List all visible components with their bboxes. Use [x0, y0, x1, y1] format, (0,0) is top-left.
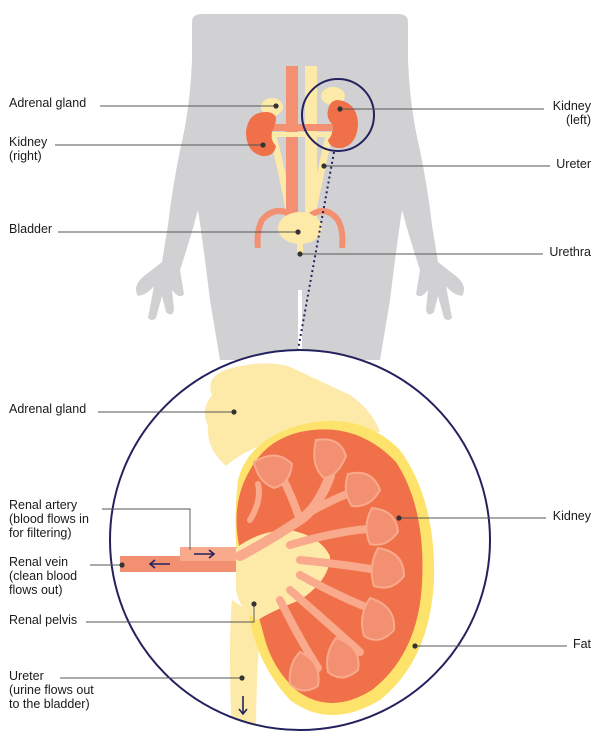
zoom-content: [120, 363, 435, 730]
renal-vessels-top-2: [272, 132, 332, 137]
leader-lines: [55, 105, 567, 679]
iliac-left: [254, 208, 294, 249]
top-bladder: [278, 212, 322, 244]
label-top-bladder: Bladder: [9, 222, 53, 236]
zoom-dotted-line: [297, 151, 335, 351]
zoom-adrenal: [204, 363, 380, 466]
label-zoom-kidney: Kidney: [552, 509, 591, 523]
label-top-kidney-left: Kidney (left): [552, 99, 591, 127]
label-zoom-fat: Fat: [572, 637, 591, 651]
label-zoom-renal-pelvis: Renal pelvis: [9, 613, 78, 627]
zoom-pyramids: [252, 438, 406, 692]
zoom-source-circle: [301, 78, 375, 152]
vena-cava: [305, 66, 317, 218]
label-zoom-renal-vein: Renal vein (clean blood flows out): [9, 555, 78, 597]
top-urethra: [297, 240, 303, 254]
zoom-flow-arrows: [148, 549, 248, 716]
label-top-adrenal-gland: Adrenal gland: [9, 96, 87, 110]
label-top-urethra: Urethra: [549, 245, 591, 259]
label-zoom-adrenal-gland: Adrenal gland: [9, 402, 87, 416]
label-zoom-ureter: Ureter (urine flows out to the bladder): [9, 669, 94, 711]
zoom-circle-border: [109, 349, 491, 731]
iliac-right: [309, 208, 346, 249]
body-silhouette: [136, 14, 464, 360]
label-top-ureter: Ureter: [556, 157, 591, 171]
leader-dots: [119, 103, 418, 681]
label-zoom-renal-artery: Renal artery (blood flows in for filteri…: [9, 498, 89, 540]
top-kidney-left: [327, 100, 358, 149]
aorta: [286, 66, 298, 218]
zoom-renal-pelvis: [236, 530, 330, 620]
label-top-kidney-right: Kidney (right): [9, 135, 48, 163]
renal-vessels-top: [272, 124, 332, 131]
top-adrenal-right: [261, 98, 283, 116]
